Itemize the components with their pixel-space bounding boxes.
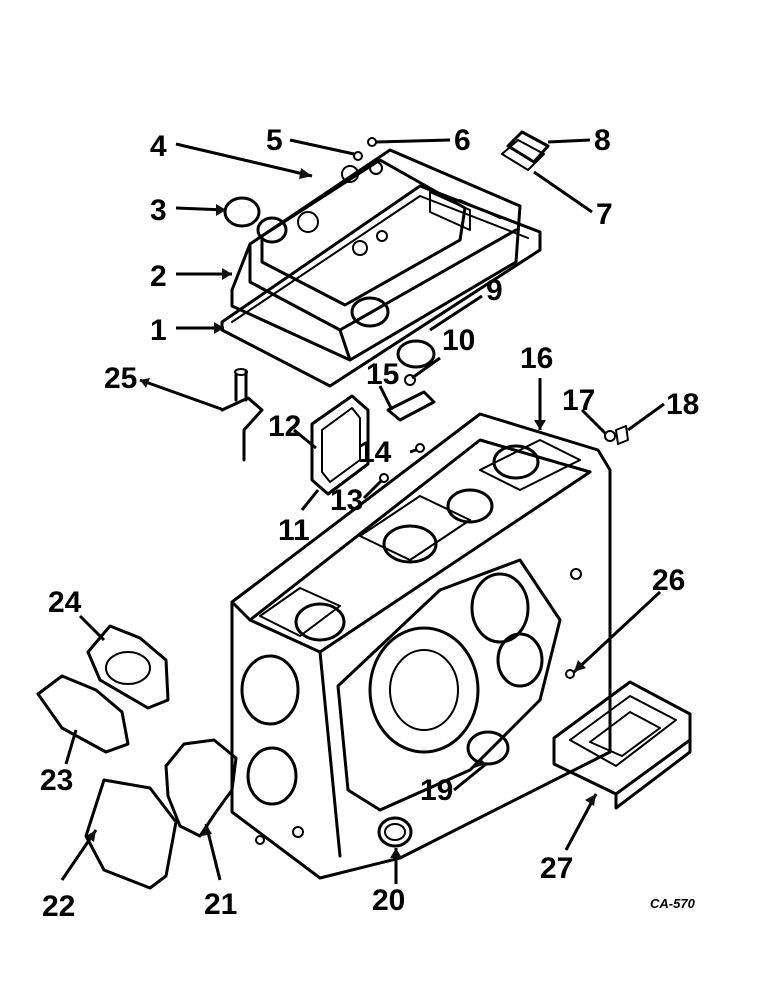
callout-5: 5 bbox=[266, 124, 283, 157]
callout-15: 15 bbox=[366, 358, 399, 391]
callout-21: 21 bbox=[204, 888, 237, 921]
plug-washer bbox=[404, 374, 416, 386]
callout-25: 25 bbox=[104, 362, 137, 395]
block-bolt bbox=[415, 443, 425, 453]
callout-4: 4 bbox=[150, 130, 167, 163]
transmission-housing bbox=[230, 412, 612, 880]
callout-8: 8 bbox=[594, 124, 611, 157]
callout-11: 11 bbox=[278, 514, 310, 547]
callout-19: 19 bbox=[420, 774, 453, 807]
callout-10: 10 bbox=[442, 324, 475, 357]
cap-small bbox=[377, 816, 413, 848]
callout-9: 9 bbox=[486, 274, 503, 307]
large-cover-plate bbox=[84, 778, 178, 890]
callout-22: 22 bbox=[42, 890, 75, 923]
callout-24: 24 bbox=[48, 586, 82, 619]
callout-23: 23 bbox=[40, 764, 73, 797]
callout-20: 20 bbox=[372, 884, 405, 917]
plug bbox=[396, 339, 436, 369]
callout-1: 1 bbox=[150, 314, 167, 347]
callout-27: 27 bbox=[540, 852, 573, 885]
drain-plug bbox=[565, 669, 575, 679]
cap-large bbox=[466, 730, 510, 766]
leader-lines bbox=[60, 138, 665, 884]
callout-18: 18 bbox=[666, 388, 699, 421]
dowel bbox=[379, 473, 389, 483]
callout-3: 3 bbox=[150, 194, 167, 227]
end-cover-gasket-bore bbox=[105, 651, 151, 685]
callout-7: 7 bbox=[596, 198, 613, 231]
callout-13: 13 bbox=[330, 484, 363, 517]
fitting-plug bbox=[615, 425, 629, 445]
callout-17: 17 bbox=[562, 384, 595, 417]
cover-plate bbox=[506, 130, 550, 164]
callout-6: 6 bbox=[454, 124, 471, 157]
gear-cover-gasket bbox=[164, 738, 238, 838]
leader-arrowheads bbox=[86, 168, 596, 858]
washer-small bbox=[367, 137, 377, 147]
end-cover bbox=[36, 674, 130, 754]
callout-labels: 1 2 3 4 5 6 7 8 9 10 11 12 13 14 15 16 1… bbox=[40, 124, 699, 923]
oil-pan bbox=[552, 680, 692, 810]
end-cover-gasket bbox=[86, 624, 170, 710]
breather-pipe bbox=[220, 368, 264, 462]
bolt-small bbox=[353, 151, 363, 161]
callout-12: 12 bbox=[268, 410, 301, 443]
block bbox=[386, 390, 436, 422]
callout-14: 14 bbox=[358, 436, 392, 469]
callout-16: 16 bbox=[520, 342, 553, 375]
cap-small-inner bbox=[384, 823, 406, 841]
seal-ring bbox=[223, 196, 261, 228]
figure-code: CA-570 bbox=[650, 896, 696, 911]
cover-plate-gasket bbox=[501, 139, 545, 171]
fitting-small bbox=[604, 430, 616, 442]
callout-2: 2 bbox=[150, 260, 167, 293]
side-cover bbox=[310, 394, 370, 496]
callout-26: 26 bbox=[652, 564, 685, 597]
cover-housing bbox=[230, 148, 522, 362]
